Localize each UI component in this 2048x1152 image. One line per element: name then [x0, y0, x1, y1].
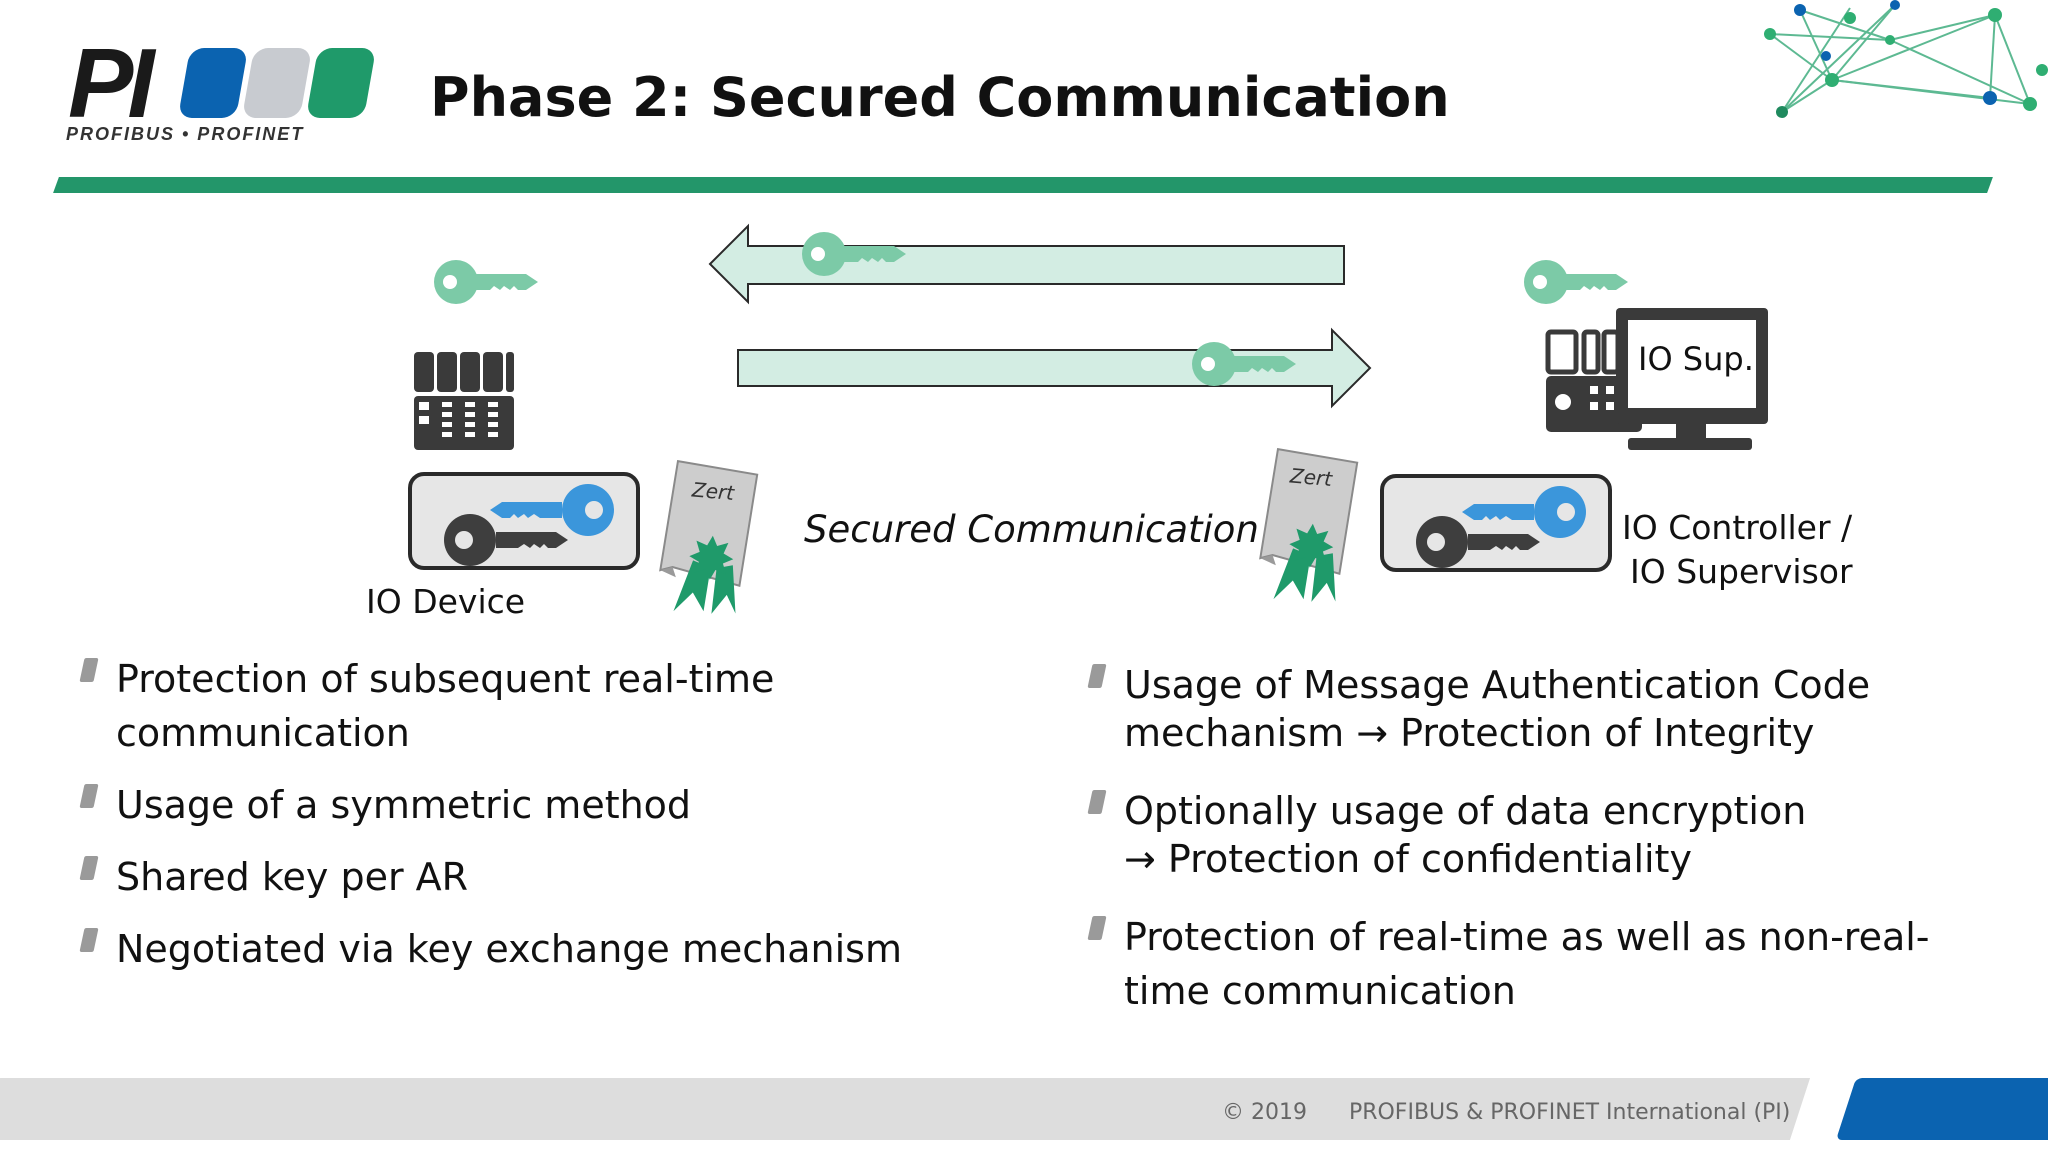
arrow-to-controller	[737, 327, 1372, 409]
list-item-text: Shared key per AR	[116, 855, 469, 899]
footer-accent	[1835, 1078, 2048, 1140]
arrow-to-device	[708, 223, 1345, 305]
io-controller-label: IO Controller /	[1622, 508, 1853, 547]
device-keypair-box	[408, 472, 640, 570]
list-item-text: Usage of Message Authentication Code	[1124, 663, 1871, 707]
list-item-text: mechanism → Protection of Integrity	[1124, 711, 1815, 755]
controller-key-icon	[1524, 260, 1628, 304]
device-cert-label: Zert	[690, 477, 736, 505]
list-item-text: communication	[116, 711, 410, 755]
pi-logo: PI PROFIBUS • PROFINET	[56, 28, 377, 148]
controller-cert-label: Zert	[1288, 463, 1334, 491]
controller-keypair-box	[1380, 474, 1612, 572]
list-item-text: Negotiated via key exchange mechanism	[116, 927, 902, 971]
list-item-text: → Protection of confidentiality	[1124, 837, 1692, 881]
device-key-icon	[434, 260, 538, 304]
network-decoration	[1764, 0, 2048, 118]
bullet-marker	[79, 658, 99, 682]
bullet-marker	[1087, 790, 1107, 814]
bullet-marker	[79, 784, 99, 808]
list-item-text: Protection of subsequent real-time	[116, 657, 775, 701]
bullet-marker	[1087, 916, 1107, 940]
logo-square-blue	[177, 48, 249, 118]
communication-diagram: Zert IO Sup. Zert	[408, 223, 1768, 618]
io-device-icon	[414, 352, 514, 450]
io-device-label: IO Device	[366, 582, 526, 621]
bullet-marker	[79, 928, 99, 952]
list-item-text: Optionally usage of data encryption	[1124, 789, 1807, 833]
bullet-marker	[79, 856, 99, 880]
logo-subtitle: PROFIBUS • PROFINET	[66, 124, 305, 144]
list-item-text: Usage of a symmetric method	[116, 783, 692, 827]
io-supervisor-label: IO Supervisor	[1630, 552, 1853, 591]
title-underline	[53, 177, 1993, 193]
logo-square-green	[305, 48, 377, 118]
bullet-marker	[1087, 664, 1107, 688]
monitor-label: IO Sup.	[1638, 340, 1754, 378]
page-title: Phase 2: Secured Communication	[430, 66, 1450, 129]
logo-square-gray	[241, 48, 313, 118]
list-item-text: Protection of real-time as well as non-r…	[1124, 915, 1930, 959]
list-item-text: time communication	[1124, 969, 1516, 1013]
io-supervisor-icon	[1545, 308, 1768, 450]
footer-copyright: © 2019 PROFIBUS & PROFINET International…	[1222, 1100, 1791, 1125]
secured-communication-label: Secured Communication	[804, 508, 1259, 551]
logo-mark: PI	[68, 28, 155, 138]
